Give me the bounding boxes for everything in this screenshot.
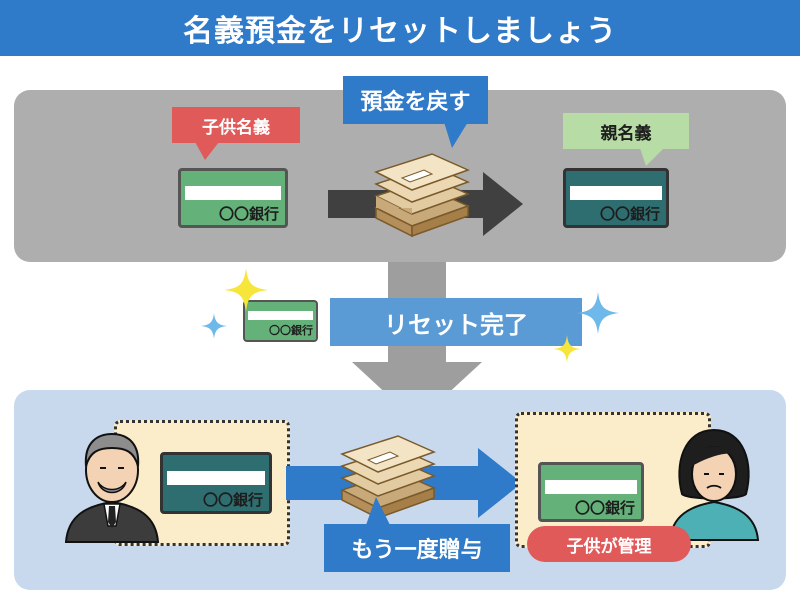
- parent-label-pointer: [640, 148, 664, 166]
- return-deposit-label-text: 預金を戻す: [360, 90, 471, 115]
- parent-bank-card-name: 〇〇銀行: [599, 205, 660, 223]
- child-name-label-text: 子供名義: [202, 117, 270, 138]
- parent-bank-card: 〇〇銀行: [563, 168, 669, 228]
- money-stack-bottom-icon: [340, 435, 437, 520]
- reset-complete-label: リセット完了: [330, 298, 582, 346]
- child-managed-label: 子供が管理: [527, 526, 691, 562]
- return-deposit-label: 預金を戻す: [343, 76, 488, 124]
- gift-again-label: もう一度贈与: [324, 524, 510, 572]
- gift-label-pointer: [366, 497, 390, 525]
- sparkle-yellow-large-icon: [224, 268, 268, 312]
- sparkle-blue-small-icon: [201, 313, 227, 339]
- sparkle-yellow-small-icon: [553, 335, 581, 363]
- child-bottom-bank-card: 〇〇銀行: [538, 462, 644, 522]
- child-name-label: 子供名義: [172, 107, 300, 143]
- sparkle-blue-large-icon: [577, 292, 619, 334]
- reset-mini-card-name: 〇〇銀行: [269, 324, 313, 337]
- parent-name-label-text: 親名義: [600, 123, 652, 144]
- reset-complete-label-text: リセット完了: [384, 310, 528, 339]
- child-avatar-icon: [668, 428, 760, 541]
- parent-bottom-bank-card: 〇〇銀行: [160, 452, 272, 514]
- father-avatar-icon: [64, 432, 160, 543]
- parent-bottom-bank-card-name: 〇〇銀行: [202, 491, 263, 509]
- parent-name-label: 親名義: [563, 113, 689, 149]
- reset-mini-card: 〇〇銀行: [243, 300, 318, 342]
- page-title: 名義預金をリセットしましょう: [183, 14, 617, 49]
- child-bottom-bank-card-name: 〇〇銀行: [574, 499, 635, 517]
- gift-again-label-text: もう一度贈与: [351, 538, 483, 563]
- title-bar: 名義預金をリセットしましょう: [0, 0, 800, 56]
- money-stack-top-icon: [374, 153, 471, 238]
- child-bank-card-name: 〇〇銀行: [218, 205, 279, 223]
- child-bank-card: 〇〇銀行: [178, 168, 288, 228]
- return-label-pointer: [444, 122, 468, 148]
- child-label-pointer: [195, 142, 219, 160]
- child-managed-label-text: 子供が管理: [566, 536, 652, 557]
